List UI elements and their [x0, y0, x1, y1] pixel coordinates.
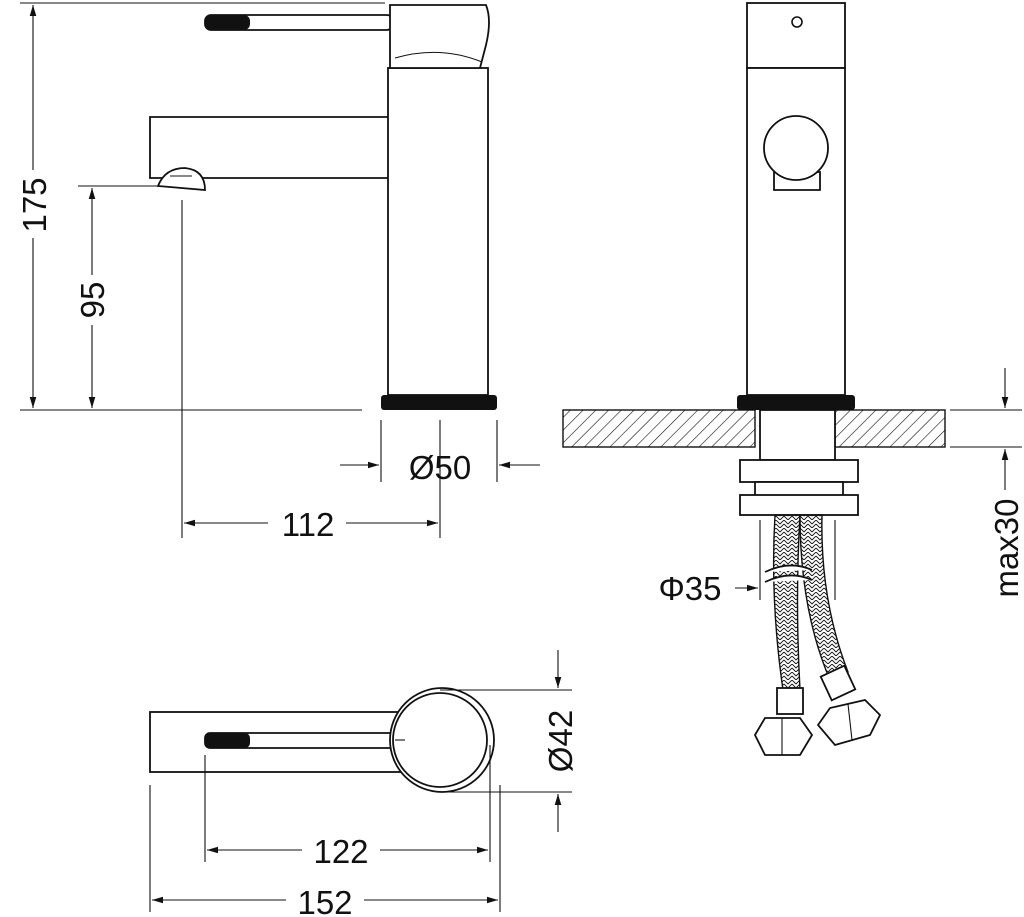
- hose-right: [799, 514, 849, 681]
- hose-fitting-left: [776, 687, 804, 715]
- lever-tip-top: [205, 733, 250, 748]
- hose-left: [772, 514, 801, 691]
- handle-cap-front: [746, 2, 846, 69]
- handle-cap: [389, 4, 490, 69]
- spout-front: [763, 115, 829, 181]
- dim-label-max30: max30: [988, 498, 1024, 597]
- front-view: Φ35 max30: [562, 2, 1024, 756]
- dim-label-175: 175: [16, 177, 53, 232]
- countertop-right: [834, 409, 946, 448]
- dim-label-42: Ø42: [542, 710, 579, 772]
- faucet-body-front: [746, 67, 846, 396]
- lever-tip: [205, 15, 250, 30]
- dim-label-112: 112: [282, 506, 335, 543]
- dim-label-95: 95: [74, 282, 111, 319]
- hose-nut-right: [816, 699, 882, 747]
- faucet-body: [387, 67, 489, 396]
- top-view: Ø42 122 152: [149, 650, 579, 917]
- dim-label-35: Φ35: [658, 570, 721, 607]
- body-top-inner: [392, 692, 488, 788]
- side-view: 175 95 Ø50 112: [16, 2, 540, 543]
- dim-label-122: 122: [313, 833, 368, 870]
- indicator-dot: [791, 16, 803, 28]
- base-ring: [381, 395, 497, 410]
- mount-nut-top: [739, 459, 859, 483]
- base-ring-front: [737, 395, 855, 410]
- shank: [759, 409, 836, 461]
- dim-label-152: 152: [297, 884, 352, 917]
- hose-fitting-right: [819, 664, 857, 702]
- hose-nut-left: [753, 717, 814, 756]
- aerator: [156, 167, 206, 191]
- countertop-left: [562, 409, 756, 448]
- mount-washer: [739, 494, 859, 516]
